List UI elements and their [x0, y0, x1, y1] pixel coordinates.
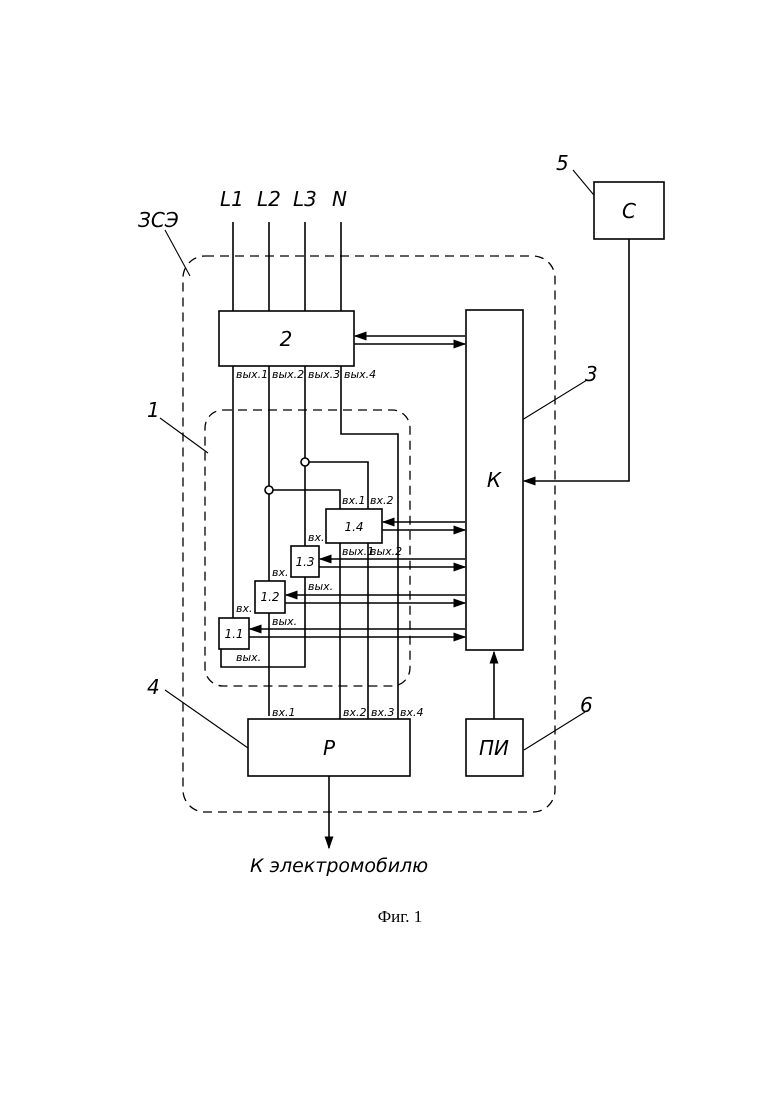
block-1-3-label: 1.3 [295, 555, 314, 569]
port-out1: вых.1 [236, 368, 268, 381]
block-c-label: С [622, 199, 636, 223]
leader-1 [160, 418, 208, 453]
leader-4 [165, 690, 248, 748]
output-label: К электромобилю [250, 855, 428, 877]
block-pi-label: ПИ [479, 736, 509, 760]
port-out2: вых.2 [272, 368, 304, 381]
port-p-in1: вх.1 [272, 706, 296, 719]
port-11-out: вых. [236, 651, 261, 664]
port-p-in4: вх.4 [400, 706, 424, 719]
port-p-in2: вх.2 [343, 706, 367, 719]
wire-l2-to-14 [273, 490, 340, 509]
block-1-1-label: 1.1 [224, 627, 243, 641]
port-14-in1: вх.1 [342, 494, 366, 507]
port-13-out: вых. [308, 580, 333, 593]
block-p-label: Р [323, 736, 336, 760]
port-13-in: вх. [308, 531, 325, 544]
port-out3: вых.3 [308, 368, 340, 381]
label-l2: L2 [257, 187, 281, 211]
block-1-2-label: 1.2 [260, 590, 279, 604]
block-2-label: 2 [280, 327, 293, 351]
leader-station [165, 230, 190, 276]
figure-caption: Фиг. 1 [378, 907, 423, 926]
label-l1: L1 [220, 187, 244, 211]
block-k-label: К [487, 468, 502, 492]
ref-3: 3 [585, 362, 598, 386]
ref-5: 5 [556, 151, 569, 175]
port-out4: вых.4 [344, 368, 376, 381]
port-11-in: вх. [236, 602, 253, 615]
label-l3: L3 [293, 187, 317, 211]
ref-1: 1 [147, 398, 160, 422]
ref-6: 6 [580, 693, 593, 717]
port-14-in2: вх.2 [370, 494, 394, 507]
block-1-4-label: 1.4 [344, 520, 363, 534]
ref-4: 4 [147, 675, 160, 699]
label-station: ЗСЭ [138, 208, 179, 232]
port-12-out: вых. [272, 615, 297, 628]
port-p-in3: вх.3 [371, 706, 395, 719]
port-12-in: вх. [272, 566, 289, 579]
junction-l2 [265, 486, 273, 494]
wire-c-to-k [524, 239, 629, 481]
port-14-out2: вых.2 [370, 545, 402, 558]
junction-l3 [301, 458, 309, 466]
label-n: N [332, 187, 347, 211]
